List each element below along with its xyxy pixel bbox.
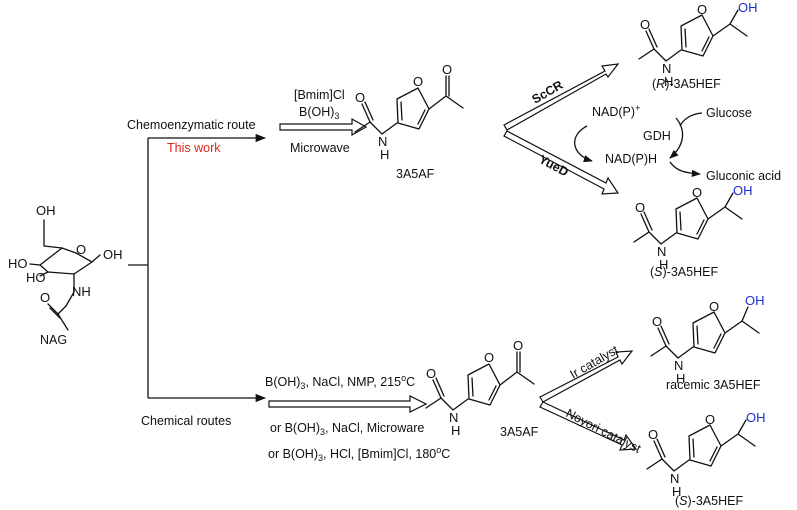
nag-ho-mid: HO	[26, 270, 46, 285]
r-3a5hef-structure: O OH O N H	[638, 0, 758, 89]
gdh-label: GDH	[643, 129, 671, 143]
r-h: H	[664, 74, 673, 89]
nadp-plus: NAD(P)+	[592, 103, 640, 119]
this-work-label: This work	[167, 141, 221, 155]
3a5af-bottom-structure: O O O N H	[425, 338, 535, 438]
hollow-arrow-ir	[539, 350, 634, 403]
3a5af-bottom-ring-o: O	[484, 350, 494, 365]
3a5af-bottom-amide-o: O	[426, 366, 436, 381]
noyori-catalyst-label: Noyori catalyst	[564, 406, 644, 456]
hollow-arrow-chemical	[268, 395, 428, 413]
hollow-arrow-yued	[503, 130, 620, 195]
r-ring-o: O	[697, 2, 707, 17]
3a5af-bottom-n: N	[449, 410, 458, 425]
3a5af-top-keto-o: O	[442, 62, 452, 77]
nag-structure: OH OH O HO HO NH O NAG	[8, 203, 123, 347]
s-bottom-n: N	[670, 471, 679, 486]
s-3a5hef-structure-bottom: O OH O N H	[646, 410, 766, 499]
nag-label: NAG	[40, 333, 67, 347]
s-bottom-hydroxyl: OH	[746, 410, 766, 425]
route-branches	[128, 133, 267, 403]
s-bottom-h: H	[672, 484, 681, 499]
s-3a5hef-bottom-label: (S)-3A5HEF	[675, 494, 743, 508]
r-n: N	[662, 61, 671, 76]
nag-ho-left: HO	[8, 256, 28, 271]
cond-chem-3: or B(OH)3, HCl, [Bmim]Cl, 180oC	[268, 445, 450, 463]
3a5af-bottom-label: 3A5AF	[500, 425, 539, 439]
3a5af-top-n: N	[378, 134, 387, 149]
chemical-routes-label: Chemical routes	[141, 414, 231, 428]
nag-o-acetyl: O	[40, 290, 50, 305]
racemic-n: N	[674, 358, 683, 373]
s-bottom-amide-o: O	[648, 427, 658, 442]
glucose-label: Glucose	[706, 106, 752, 120]
hollow-arrow-noyori	[539, 401, 638, 451]
cond-bmimcl: [Bmim]Cl	[294, 88, 345, 102]
hollow-arrow-chemoenzymatic	[279, 117, 368, 137]
racemic-3a5hef-structure: O OH O N H	[650, 293, 765, 386]
r-amide-o: O	[640, 17, 650, 32]
3a5af-top-ring-o: O	[413, 74, 423, 89]
3a5af-top-structure: O O O N H	[354, 62, 464, 162]
chemoenzymatic-route-label: Chemoenzymatic route	[127, 118, 256, 132]
cond-chem-2: or B(OH)3, NaCl, Microware	[270, 421, 424, 437]
cond-chem-1: B(OH)3, NaCl, NMP, 215oC	[265, 373, 415, 391]
s-top-hydroxyl: OH	[733, 183, 753, 198]
s-top-h: H	[659, 257, 668, 272]
racemic-3a5hef-label: racemic 3A5HEF	[666, 378, 761, 392]
s-top-n: N	[657, 244, 666, 259]
nadph: NAD(P)H	[605, 152, 657, 166]
cond-boh3-top: B(OH)3	[299, 105, 339, 121]
s-top-amide-o: O	[635, 200, 645, 215]
racemic-ring-o: O	[709, 299, 719, 314]
cond-microwave: Microwave	[290, 141, 350, 155]
racemic-h: H	[676, 371, 685, 386]
nag-oh-right: OH	[103, 247, 123, 262]
3a5af-top-h: H	[380, 147, 389, 162]
3a5af-top-label: 3A5AF	[396, 167, 435, 181]
s-3a5hef-top-label: (S)-3A5HEF	[650, 265, 718, 279]
racemic-hydroxyl: OH	[745, 293, 765, 308]
s-top-ring-o: O	[692, 185, 702, 200]
nag-nh: NH	[72, 284, 91, 299]
racemic-amide-o: O	[652, 314, 662, 329]
s-3a5hef-structure-top: O OH O N H	[633, 183, 753, 272]
3a5af-top-amide-o: O	[355, 90, 365, 105]
s-bottom-ring-o: O	[705, 412, 715, 427]
hollow-arrow-sccr	[503, 63, 620, 131]
nag-oh-top: OH	[36, 203, 56, 218]
r-hydroxyl: OH	[738, 0, 758, 15]
r-3a5hef-label: (R)-3A5HEF	[652, 77, 721, 91]
nag-ring-o: O	[76, 242, 86, 257]
3a5af-bottom-keto-o: O	[513, 338, 523, 353]
gluconic-acid-label: Gluconic acid	[706, 169, 781, 183]
cofactor-cycle	[574, 112, 703, 178]
3a5af-bottom-h: H	[451, 423, 460, 438]
